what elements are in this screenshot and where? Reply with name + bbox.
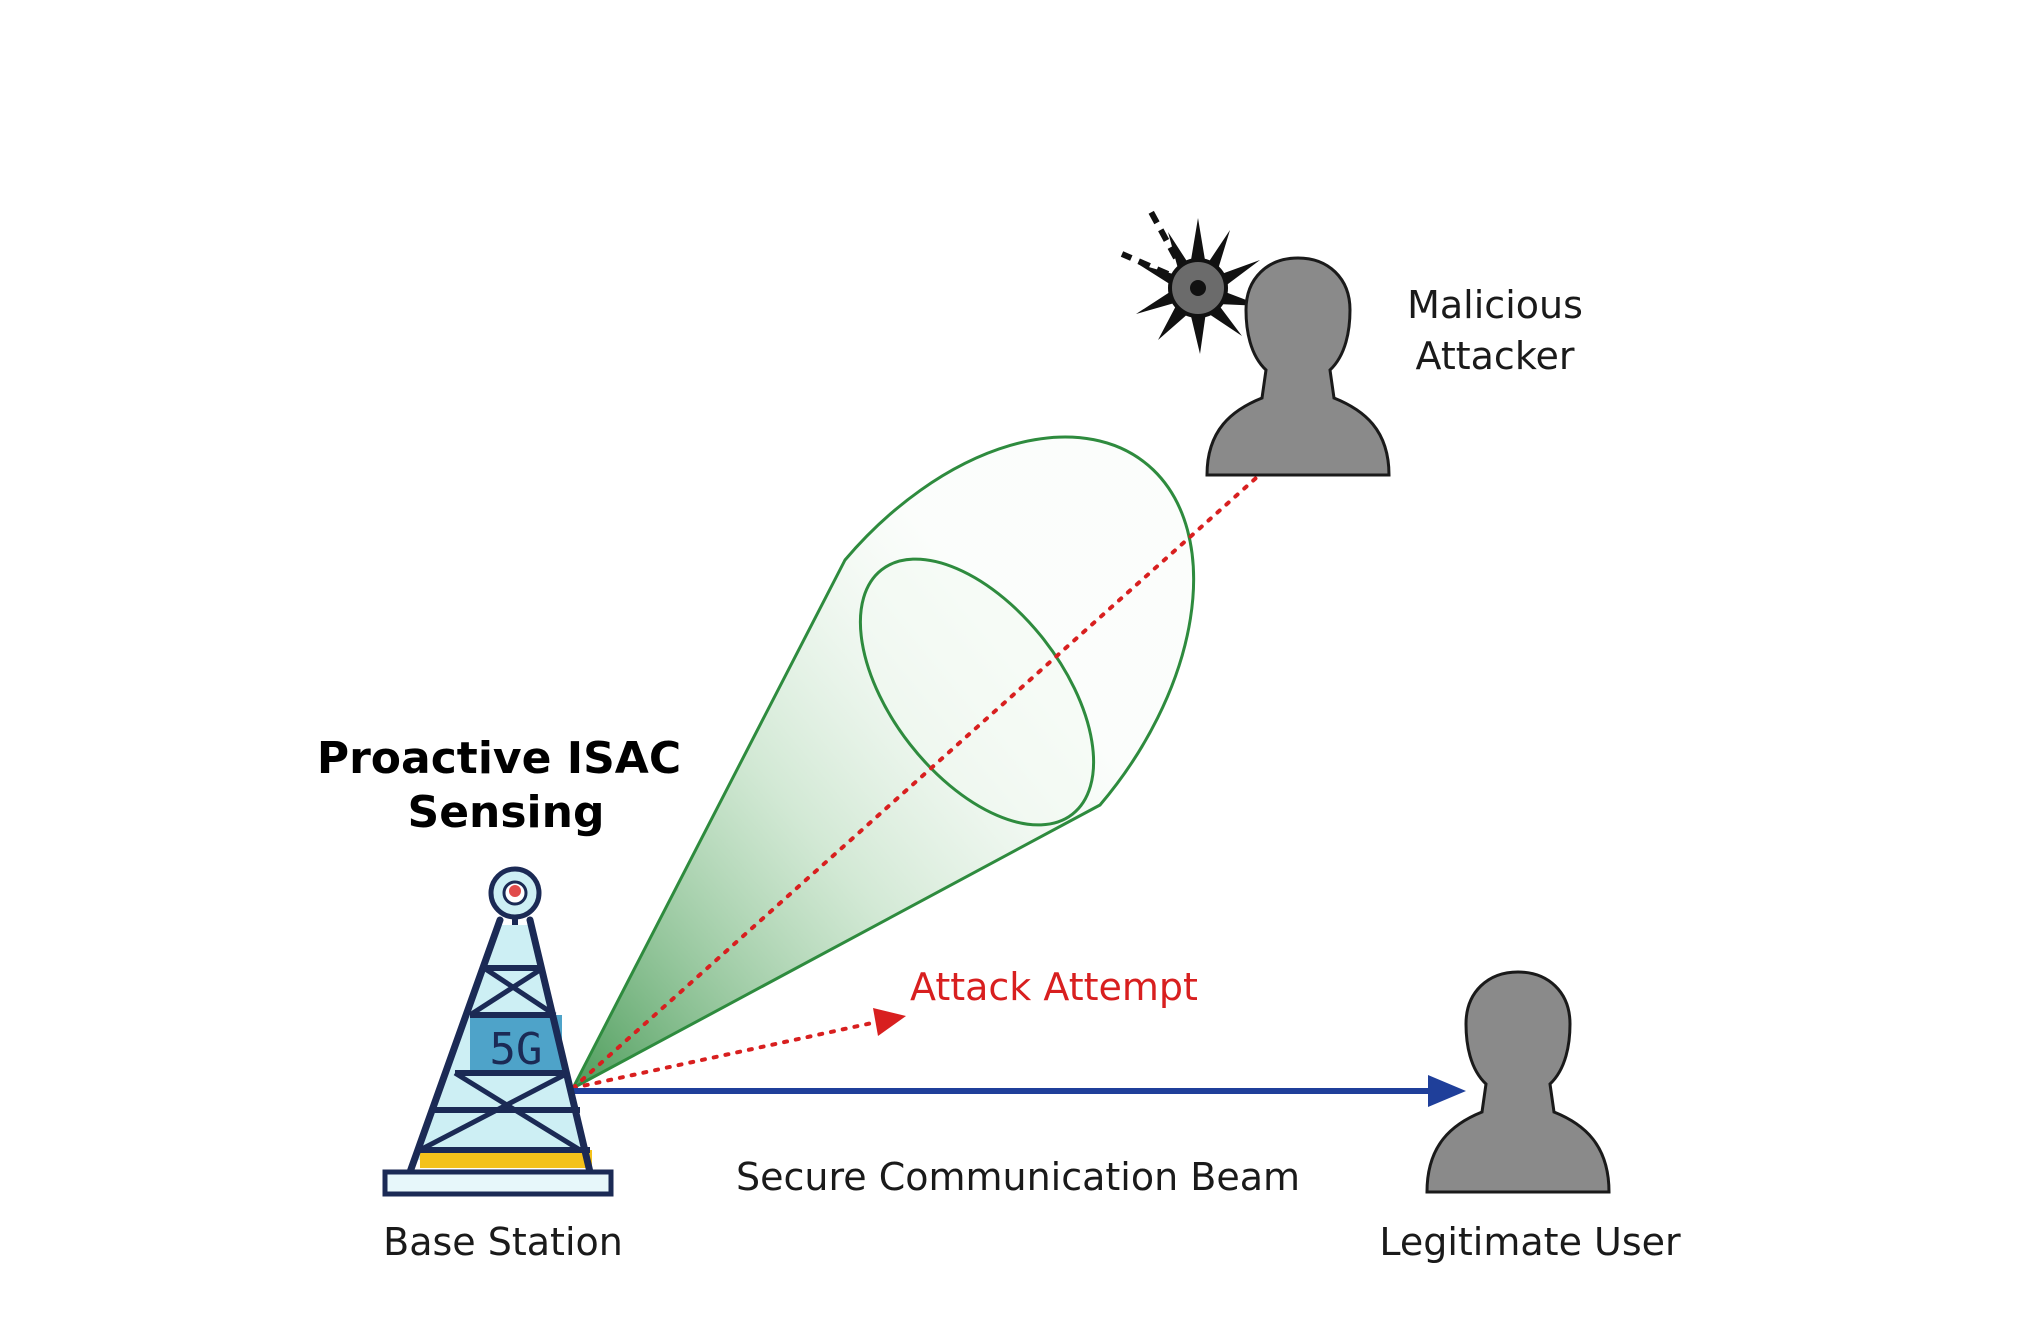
tower-badge-label: 5G bbox=[490, 1024, 543, 1075]
attacker-silhouette-icon bbox=[1205, 256, 1391, 477]
user-silhouette-icon bbox=[1425, 970, 1611, 1194]
tower-badge bbox=[470, 1015, 562, 1073]
sensing-title-line1: Proactive ISAC bbox=[317, 733, 681, 784]
attacker-label-line1: Malicious bbox=[1407, 283, 1583, 327]
attack-path-line bbox=[571, 468, 1267, 1090]
base-station-label: Base Station bbox=[383, 1220, 623, 1264]
sensing-beam-cone bbox=[571, 435, 1196, 1090]
sensing-title-line2: Sensing bbox=[408, 787, 605, 838]
starburst-icon bbox=[1120, 208, 1262, 354]
secure-beam-label: Secure Communication Beam bbox=[736, 1155, 1300, 1199]
cell-tower-icon bbox=[382, 866, 614, 1197]
attacker-label-line2: Attacker bbox=[1416, 334, 1575, 378]
legitimate-user-label: Legitimate User bbox=[1379, 1220, 1681, 1264]
attack-attempt-label: Attack Attempt bbox=[910, 965, 1198, 1009]
attack-attempt-arrow bbox=[571, 1016, 897, 1090]
attack-attempt-arrowhead bbox=[873, 1008, 906, 1036]
secure-communication-beam bbox=[573, 1075, 1466, 1107]
